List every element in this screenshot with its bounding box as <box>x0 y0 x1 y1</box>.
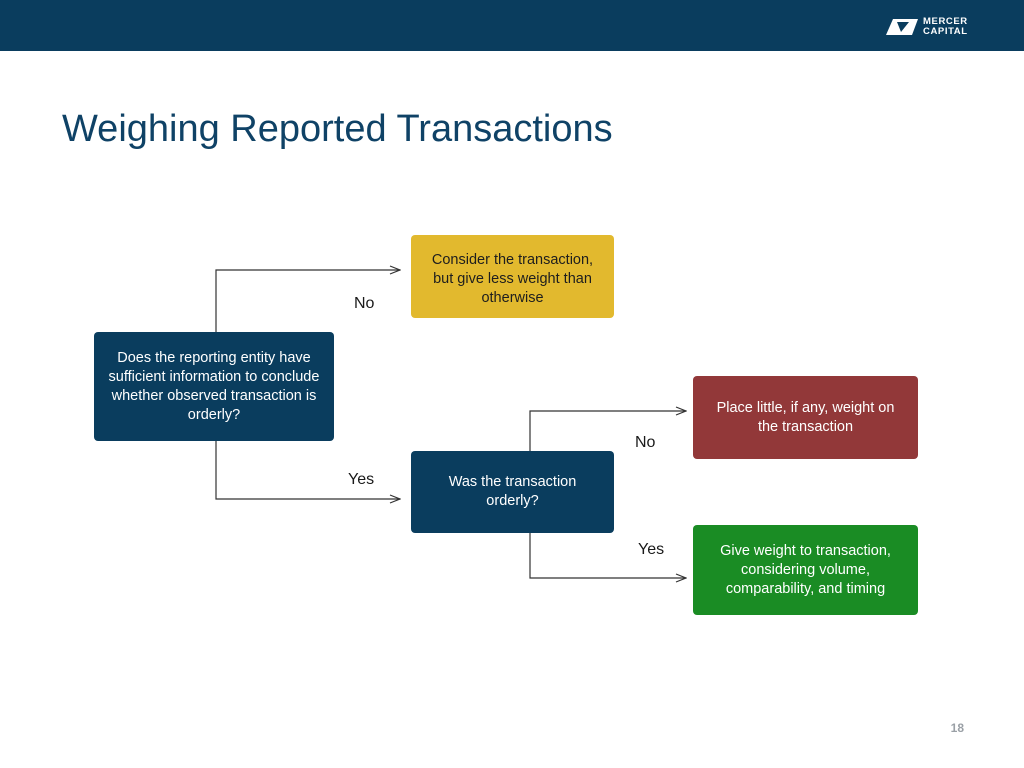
outcome-box-little-weight-text: Place little, if any, weight on the tran… <box>716 399 895 435</box>
logo-text-capital: CAPITAL <box>923 26 968 37</box>
edge-label-yes-sufficient: Yes <box>348 471 375 488</box>
outcome-box-less-weight: Consider the transaction, but give less … <box>411 235 614 318</box>
edge-label-yes-orderly: Yes <box>638 541 665 558</box>
page-title: Weighing Reported Transactions <box>62 108 613 150</box>
mercer-capital-logo: MERCER CAPITAL <box>885 14 985 40</box>
logo-mark-icon <box>886 19 918 35</box>
edge-label-no-insufficient: No <box>354 295 375 312</box>
outcome-box-less-weight-text: Consider the transaction, but give less … <box>431 252 594 306</box>
outcome-box-give-weight-text: Give weight to transaction, considering … <box>720 542 891 597</box>
logo-text-mercer: MERCER <box>923 16 968 27</box>
decision-box-orderly-text: Was the transaction orderly? <box>448 474 577 509</box>
outcome-box-little-weight: Place little, if any, weight on the tran… <box>693 376 918 459</box>
decision-box-orderly: Was the transaction orderly? <box>411 451 614 533</box>
header-bar: MERCER CAPITAL <box>0 0 1024 51</box>
decision-box-sufficient-information: Does the reporting entity have sufficien… <box>94 332 334 441</box>
outcome-box-give-weight: Give weight to transaction, considering … <box>693 525 918 615</box>
connector-question-to-consider <box>215 270 400 332</box>
connector-question-to-orderly <box>215 441 400 499</box>
edge-label-no-not-orderly: No <box>635 434 656 451</box>
page-number: 18 <box>950 721 964 735</box>
connector-orderly-to-little <box>529 411 686 451</box>
decision-box-sufficient-information-text: Does the reporting entity have sufficien… <box>108 349 320 423</box>
connector-orderly-to-give <box>529 533 686 578</box>
